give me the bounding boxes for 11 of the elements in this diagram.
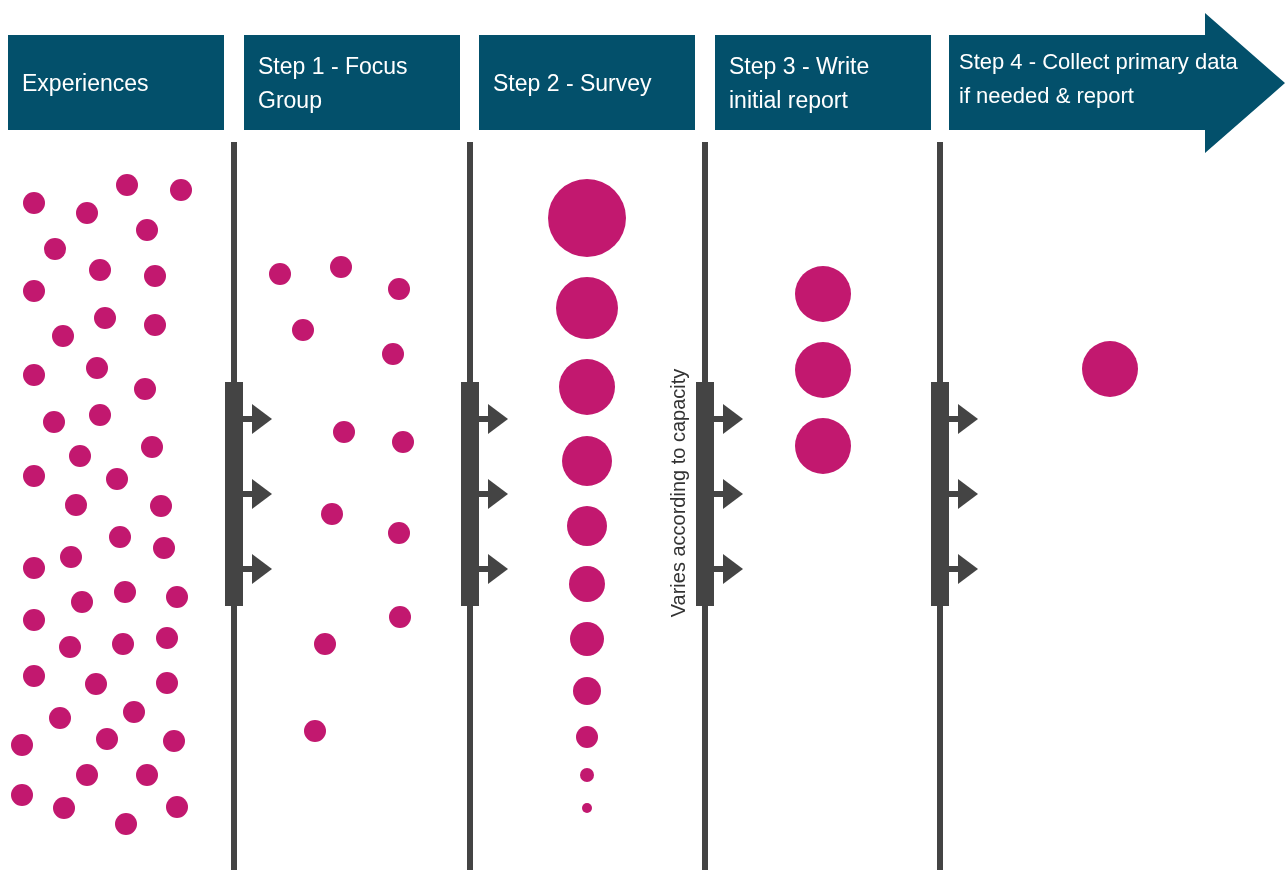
header-box (715, 35, 931, 130)
header-text: Step 3 - Write initial report (729, 51, 871, 115)
header-text: Step 4 - Collect primary data if needed & report (959, 48, 1239, 110)
rotated-note: Varies according to capacity (666, 368, 690, 618)
header-box (244, 35, 460, 130)
header-box (8, 35, 224, 130)
header-text: Step 1 - Focus Group (258, 51, 409, 115)
header-text: Step 2 - Survey (493, 68, 653, 98)
header-text: Experiences (22, 68, 150, 98)
arrow-header (949, 13, 1285, 153)
header-box (479, 35, 695, 130)
